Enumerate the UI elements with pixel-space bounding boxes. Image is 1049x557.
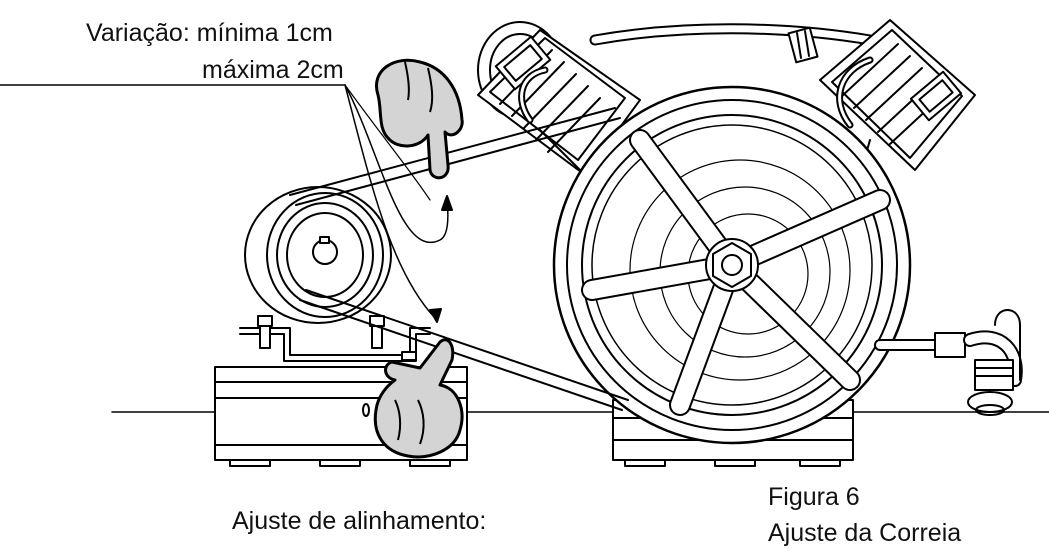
pointing-hand-down-icon [375,58,464,180]
pointing-hand-up-icon [373,338,464,459]
figure-number: Figura 6 [768,483,860,511]
leader-lower [344,84,436,319]
figure-title: Ajuste da Correia [768,519,962,547]
leader-upper [344,84,449,244]
motor-pulley [244,186,392,324]
variation-label-min: Variação: mínima 1cm [86,19,333,47]
v-belt [289,107,629,411]
flywheel [552,85,912,445]
discharge-fitting [874,309,1023,416]
arrow-up [441,195,453,211]
cylinder-head-left [477,21,641,176]
motor-bracket [239,315,431,362]
arrow-down [429,308,442,323]
cylinder-head-right [819,19,976,176]
alignment-label: Ajuste de alinhamento: [232,507,487,535]
variation-label-max: máxima 2cm [202,56,344,84]
pipe-fitting [787,26,819,64]
